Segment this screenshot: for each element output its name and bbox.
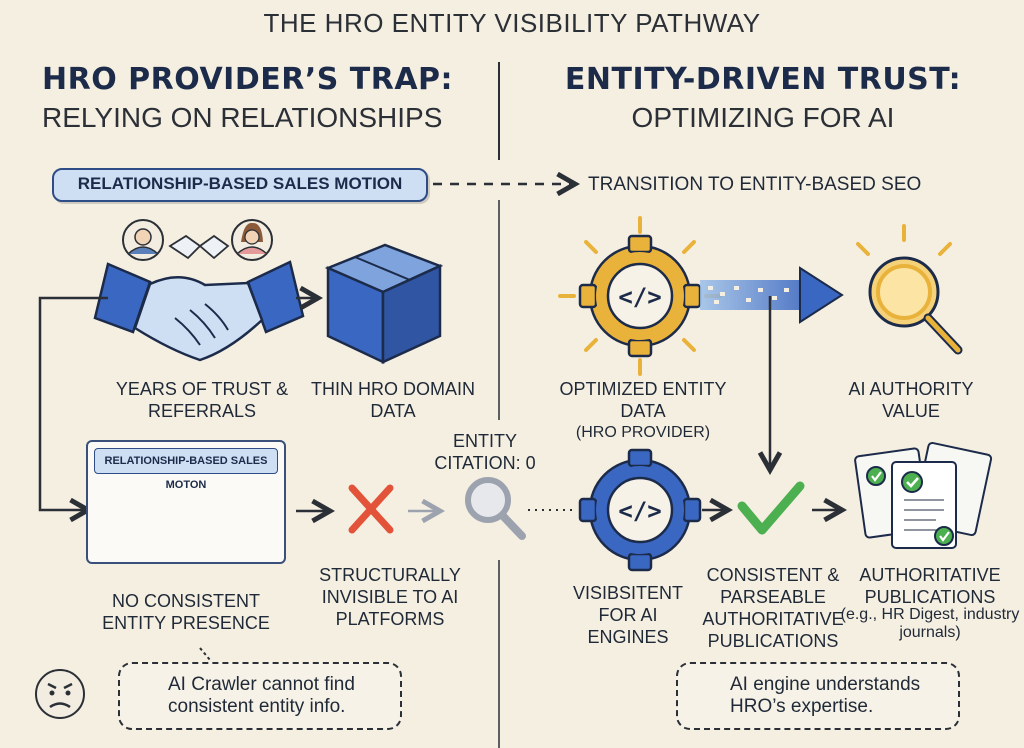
check-icon [737, 481, 805, 535]
invisible-label: STRUCTURALLY INVISIBLE TO AI PLATFORMS [319, 565, 461, 629]
consistent-label: CONSISTENT & PARSEABLE AUTHORITATIVE PUB… [702, 565, 844, 651]
crawler-bubble-text: AI Crawler cannot find consistent entity… [168, 674, 355, 717]
svg-text:</>: </> [618, 283, 661, 311]
angry-face-icon [35, 669, 85, 719]
loop-connector [38, 296, 108, 510]
left-subheading: RELYING ON RELATIONSHIPS [42, 102, 443, 133]
gear-code-blue-icon: </> [578, 448, 702, 572]
authority-magnifier-icon [856, 224, 963, 355]
left-heading: HRO PROVIDER’S TRAP: [42, 62, 454, 97]
magnifier-icon [465, 477, 526, 540]
sales-motion-pill: RELATIONSHIP-BASED SALES MOTION [52, 168, 428, 202]
handshake-icon [93, 260, 305, 362]
ai-authority-label: AI AUTHORITY VALUE [848, 379, 974, 421]
documents-icon [854, 441, 993, 549]
right-heading: ENTITY-DRIVEN TRUST: [564, 62, 962, 97]
transition-label: TRANSITION TO ENTITY-BASED SEO [588, 174, 922, 195]
gear-code-gold-icon: </> [558, 216, 722, 376]
data-stream-arrow [700, 266, 844, 324]
visible-ai-label: VISIBSITENT FOR AI ENGINES [572, 583, 684, 647]
no-presence-label: NO CONSISTENT ENTITY PRESENCE [102, 591, 270, 633]
x-mark-icon [348, 484, 394, 534]
publications-label: AUTHORITATIVE PUBLICATIONS [859, 565, 1001, 607]
doc-header: RELATIONSHIP-BASED SALES MOTON [94, 448, 278, 491]
optimized-entity-sub: (HRO PROVIDER) [575, 424, 711, 441]
small-handshake-icon [168, 234, 230, 260]
understands-bubble: AI engine understands HRO’s expertise. [676, 662, 960, 730]
box-icon [324, 243, 444, 364]
crawler-bubble: AI Crawler cannot find consistent entity… [118, 662, 402, 730]
code-document-icon: RELATIONSHIP-BASED SALES MOTON [86, 440, 286, 564]
entity-citation-label: ENTITY CITATION: 0 [434, 431, 536, 473]
domain-data-label: THIN HRO DOMAIN DATA [311, 379, 475, 421]
right-subheading: OPTIMIZING FOR AI [631, 102, 895, 133]
avatar-man-icon [122, 219, 164, 261]
thought-connector [199, 647, 211, 661]
understands-bubble-text: AI engine understands HRO’s expertise. [730, 674, 921, 717]
trust-label: YEARS OF TRUST & REFERRALS [115, 379, 289, 421]
optimized-entity-label: OPTIMIZED ENTITY DATA [559, 379, 727, 421]
svg-text:</>: </> [618, 497, 661, 525]
publications-sub: (e.g., HR Digest, industry journals) [840, 606, 1020, 641]
avatar-woman-icon [231, 219, 273, 261]
page-title: THE HRO ENTITY VISIBILITY PATHWAY [263, 8, 761, 38]
